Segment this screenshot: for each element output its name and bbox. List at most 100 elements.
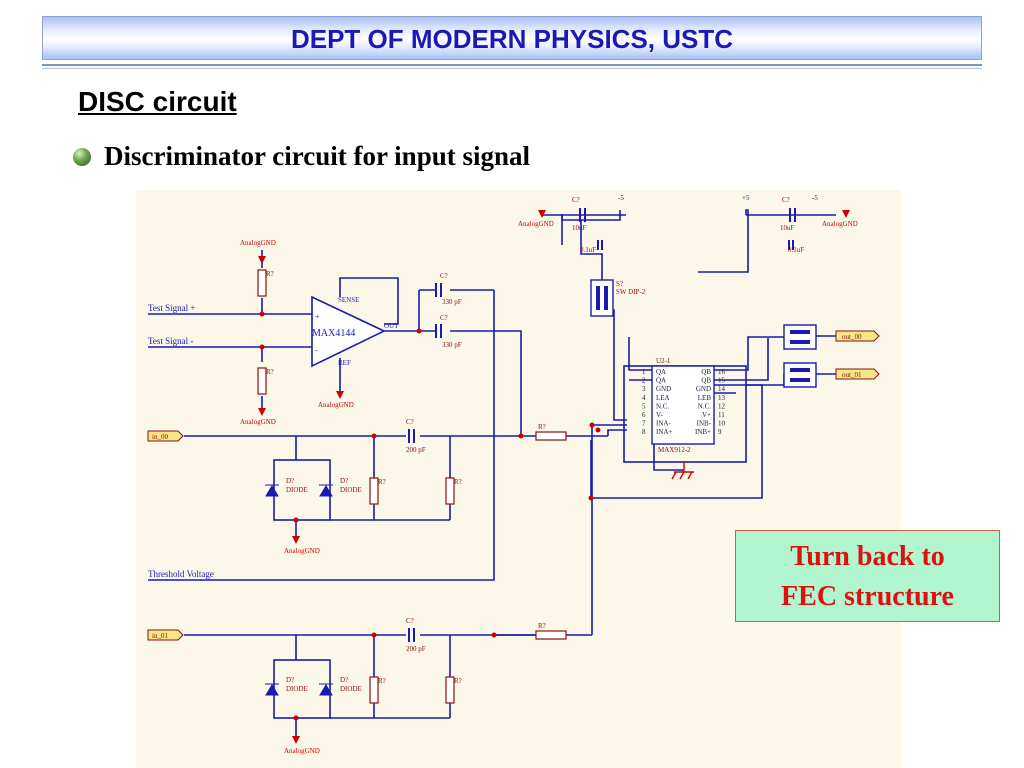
ground-label: AnalogGND <box>822 220 858 228</box>
output-buffer-0 <box>783 324 817 350</box>
test-signal-plus-label: Test Signal + <box>148 303 195 313</box>
bullet-text: Discriminator circuit for input signal <box>104 141 531 171</box>
bullet-icon <box>73 148 91 166</box>
port-out0 <box>835 330 880 342</box>
cap-ref: C? <box>440 272 448 280</box>
diode-label: DIODE <box>340 486 362 494</box>
comparator-part: MAX912-2 <box>658 446 691 454</box>
resistor-labels: R? R? R? R? R? R? R? R? <box>266 270 546 685</box>
cap-value: 330 pF <box>442 341 462 349</box>
wires <box>148 209 836 740</box>
ic-pin-name: QA <box>656 368 666 376</box>
ic-pin-name: V+ <box>702 411 711 419</box>
header-title: DEPT OF MODERN PHYSICS, USTC <box>290 24 734 54</box>
ground-label: AnalogGND <box>284 747 320 755</box>
opamp-out-label: OUT <box>384 322 399 330</box>
capacitor-labels: C? 330 pF C? 330 pF C? 200 pF C? 200 pF … <box>406 196 804 653</box>
port-in1 <box>147 629 184 641</box>
ground-label: AnalogGND <box>240 418 276 426</box>
note-line-1: Turn back to <box>790 541 945 572</box>
cap-value: 330 pF <box>442 298 462 306</box>
resistor-ref: R? <box>538 622 546 630</box>
fec-link-note[interactable]: Turn back to FEC structure <box>735 530 1000 622</box>
diode-ref: D? <box>340 676 348 684</box>
switch-ref: S? <box>616 280 623 288</box>
cap-ref: C? <box>406 617 414 625</box>
port-in0-label: in_00 <box>152 433 168 441</box>
ic-pin-name: INB- <box>697 420 712 428</box>
output-buffer-bar <box>790 330 810 334</box>
output-buffer-bar <box>790 340 810 344</box>
threshold-label: Threshold Voltage <box>148 569 214 579</box>
dip-switch-lever <box>596 286 600 310</box>
test-signal-minus-label: Test Signal - <box>148 336 193 346</box>
header-rule <box>42 64 982 66</box>
ic-pin-number: 6 <box>642 411 646 419</box>
resistor-ref: R? <box>266 368 274 376</box>
ic-pin-number: 8 <box>642 428 646 436</box>
port-out0-label: out_00 <box>842 333 862 341</box>
ic-pin-name: INA+ <box>656 428 672 436</box>
diode-ref: D? <box>286 676 294 684</box>
cap-ref: C? <box>782 196 790 204</box>
ic-pin-name: LEA <box>656 394 670 402</box>
ic-pin-number: 1 <box>642 368 646 376</box>
opamp-plus-label: + <box>315 312 320 321</box>
cap-value: 10uF <box>780 224 795 232</box>
chassis-ground-icon <box>671 462 694 480</box>
output-buffer-bar <box>790 368 810 372</box>
output-buffer-1 <box>783 362 817 388</box>
resistor-ref: R? <box>538 423 546 431</box>
diode-label: DIODE <box>340 685 362 693</box>
opamp-ref-label: REF <box>338 359 351 367</box>
diodes <box>265 484 333 696</box>
ic-pin-number: 12 <box>718 402 726 410</box>
dip-switch-lever <box>604 286 608 310</box>
ic-pin-number: 11 <box>718 411 725 419</box>
diode-labels: D? DIODE D? DIODE D? DIODE D? DIODE <box>286 477 362 693</box>
ground-label: AnalogGND <box>240 239 276 247</box>
header-banner: DEPT OF MODERN PHYSICS, USTC <box>42 16 982 60</box>
output-buffer-bar <box>790 378 810 382</box>
ic-pin-name: INA- <box>656 420 671 428</box>
slide-title: DISC circuit <box>78 86 237 117</box>
ic-pin-name: GND <box>656 385 671 393</box>
header-rule-thin <box>42 68 982 69</box>
ground-label: AnalogGND <box>518 220 554 228</box>
ground-label: AnalogGND <box>318 401 354 409</box>
dip-switch <box>590 279 614 317</box>
cap-ref: C? <box>572 196 580 204</box>
diode-label: DIODE <box>286 486 308 494</box>
diode-ref: D? <box>286 477 294 485</box>
cap-value: 200 pF <box>406 645 426 653</box>
ic-pin-number: 4 <box>642 394 646 402</box>
cap-ref: C? <box>440 314 448 322</box>
junction-dots <box>259 311 601 721</box>
ic-pin-name: N.C. <box>656 402 669 410</box>
resistor-ref: R? <box>454 677 462 685</box>
ic-pin-name: LEB <box>698 394 712 402</box>
ic-pin-number: 13 <box>718 394 726 402</box>
cap-ref: C? <box>406 418 414 426</box>
ic-pin-name: INB+ <box>695 428 711 436</box>
ic-pin-number: 2 <box>642 377 646 385</box>
cap-value: 0.1uF <box>580 246 596 254</box>
port-in1-label: in_01 <box>152 632 168 640</box>
supply-neg: -5 <box>812 194 818 202</box>
ground-arrows <box>258 210 850 744</box>
ic-pin-name: QA <box>656 377 666 385</box>
cap-value: 200 pF <box>406 446 426 454</box>
ic-pin-number: 5 <box>642 402 646 410</box>
ground-label: AnalogGND <box>284 547 320 555</box>
ic-pin-name: GND <box>696 385 711 393</box>
resistor-ref: R? <box>266 270 274 278</box>
port-out1 <box>835 368 880 380</box>
ic-pin-number: 15 <box>718 377 726 385</box>
ic-pin-number: 3 <box>642 385 646 393</box>
ic-pin-number: 10 <box>718 420 726 428</box>
note-line-2: FEC structure <box>781 581 954 612</box>
opamp-minus-label: - <box>315 346 318 355</box>
resistor-ref: R? <box>454 478 462 486</box>
cap-value: 10uF <box>572 224 587 232</box>
resistors <box>257 269 567 704</box>
